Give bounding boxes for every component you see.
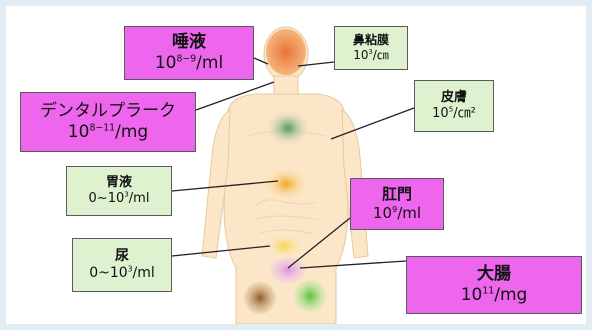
urine-name: 尿: [115, 248, 129, 266]
dental-plaque-name: デンタルプラーク: [40, 101, 176, 122]
dental-plaque-value: 108−11/mg: [68, 122, 148, 143]
diagram-canvas: 唾液 108−9/ml 鼻粘膜 103/㎝ デンタルプラーク 108−11/mg…: [6, 6, 586, 324]
saliva-name: 唾液: [172, 32, 206, 53]
saliva-label: 唾液 108−9/ml: [124, 26, 254, 80]
large-intestine-label: 大腸 1011/mg: [406, 256, 582, 314]
gastric-juice-value: 0~103/ml: [89, 191, 150, 207]
skin-value: 105/㎝²: [432, 106, 476, 122]
colon-dark-region: [244, 282, 276, 314]
anus-value: 109/ml: [373, 204, 421, 223]
large-intestine-name: 大腸: [477, 264, 511, 285]
nasal-mucosa-label: 鼻粘膜 103/㎝: [334, 26, 408, 70]
gastric-juice-name: 胃液: [106, 175, 132, 191]
anus-region: [270, 257, 306, 283]
large-intestine-value: 1011/mg: [461, 285, 528, 306]
urine-value: 0~103/ml: [89, 265, 155, 283]
anus-name: 肛門: [382, 185, 412, 204]
gastric-juice-label: 胃液 0~103/ml: [66, 166, 172, 216]
colon-green-region: [294, 280, 326, 312]
dental-plaque-label: デンタルプラーク 108−11/mg: [20, 92, 196, 152]
skin-name: 皮膚: [441, 90, 467, 106]
saliva-value: 108−9/ml: [155, 53, 223, 74]
chest-region: [264, 108, 312, 148]
anus-label: 肛門 109/ml: [350, 178, 444, 230]
stomach-region: [262, 166, 310, 202]
urine-label: 尿 0~103/ml: [72, 238, 172, 292]
nasal-mucosa-name: 鼻粘膜: [353, 33, 389, 48]
skin-label: 皮膚 105/㎝²: [414, 80, 494, 132]
head-region: [266, 29, 306, 75]
nasal-mucosa-value: 103/㎝: [353, 48, 389, 63]
